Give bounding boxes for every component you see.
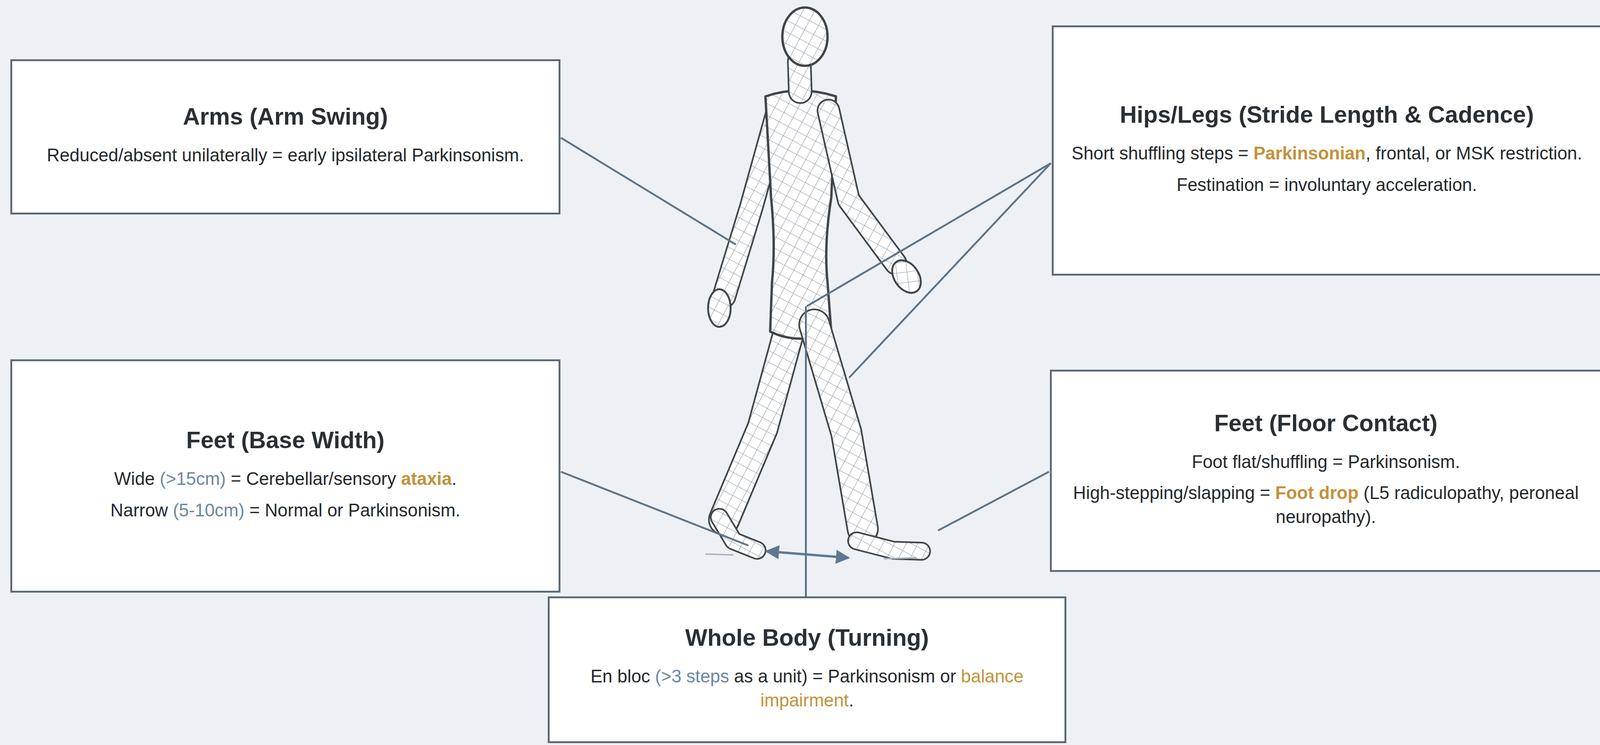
leader-line — [804, 306, 807, 597]
turning-box: Whole Body (Turning) En bloc (>3 steps as… — [547, 596, 1067, 743]
front-foot-outline — [856, 540, 922, 552]
highlight-term: Foot drop — [1275, 482, 1359, 503]
front-arm — [828, 110, 896, 264]
box-body-text: Short shuffling steps = Parkinsonian, fr… — [1071, 141, 1583, 166]
front-arm-outline — [828, 110, 896, 264]
leader-line — [937, 471, 1049, 531]
back-foot — [719, 517, 757, 551]
box-body-text: Reduced/absent unilaterally = early ipsi… — [47, 143, 525, 167]
arm-swing-box: Arms (Arm Swing) Reduced/absent unilatera… — [10, 59, 561, 215]
front-leg — [814, 324, 863, 529]
back-leg — [724, 324, 791, 520]
back-foot-outline — [719, 517, 757, 551]
head — [782, 7, 828, 66]
front-leg-outline — [814, 324, 863, 529]
highlight-term: Parkinsonian — [1253, 143, 1366, 164]
box-heading: Feet (Base Width) — [186, 425, 385, 455]
box-body-text: En bloc (>3 steps as a unit) = Parkinson… — [563, 664, 1051, 712]
highlight-term: (5-10cm) — [173, 500, 245, 521]
base-width-box: Feet (Base Width) Wide (>15cm) = Cerebell… — [10, 359, 561, 593]
leader-line — [806, 163, 1051, 307]
box-body-text: High-stepping/slapping = Foot drop (L5 r… — [1065, 480, 1586, 529]
highlight-term: (>15cm) — [159, 468, 226, 489]
highlight-term: (>3 steps — [654, 666, 729, 686]
box-heading: Arms (Arm Swing) — [182, 102, 388, 132]
leader-line — [849, 163, 1051, 378]
base-width-arrow — [766, 551, 849, 558]
highlight-term: ataxia — [401, 468, 452, 489]
back-leg-outline — [724, 324, 791, 520]
front-foot — [856, 540, 922, 552]
leader-line — [560, 137, 736, 245]
back-hand — [708, 289, 731, 327]
box-heading: Whole Body (Turning) — [685, 623, 929, 653]
front-hand — [886, 254, 927, 299]
floor-contact-box: Feet (Floor Contact) Foot flat/shuffling … — [1049, 369, 1600, 572]
box-body-text: Foot flat/shuffling = Parkinsonism. — [1191, 449, 1461, 474]
highlight-term: balance impairment — [760, 666, 1024, 710]
box-body-text: Narrow (5-10cm) = Normal or Parkinsonism… — [110, 498, 461, 522]
box-body-text: Festination = involuntary acceleration. — [1176, 173, 1478, 197]
box-heading: Hips/Legs (Stride Length & Cadence) — [1119, 100, 1535, 130]
box-heading: Feet (Floor Contact) — [1214, 409, 1438, 438]
box-body-text: Wide (>15cm) = Cerebellar/sensory ataxia… — [114, 466, 458, 491]
leader-line — [560, 471, 749, 546]
stride-box: Hips/Legs (Stride Length & Cadence) Short… — [1051, 25, 1600, 276]
